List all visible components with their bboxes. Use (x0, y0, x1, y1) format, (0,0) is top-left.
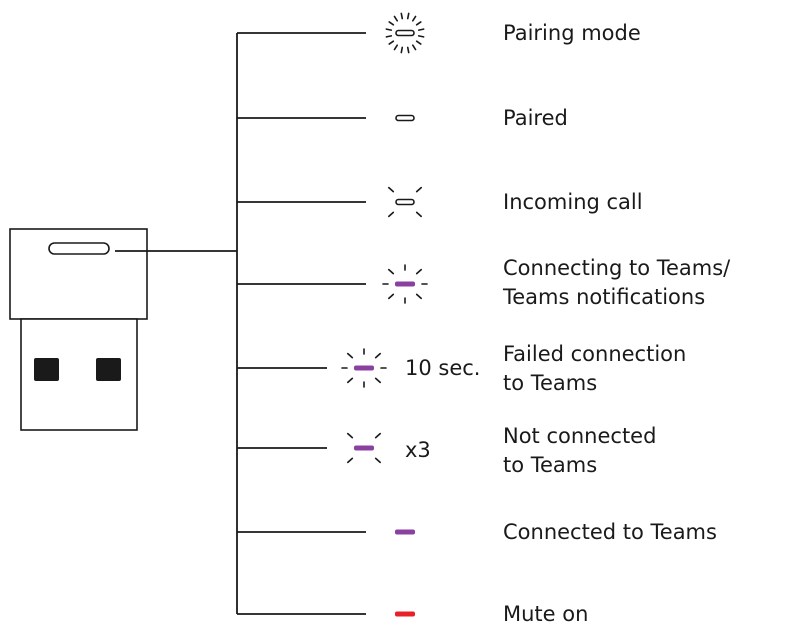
state-label-failed: Failed connection (503, 342, 687, 366)
blink-ray (406, 46, 410, 54)
blink-ray (374, 432, 382, 439)
state-label-pairing: Pairing mode (503, 21, 641, 45)
blink-ray (415, 186, 423, 193)
state-label-connecting: Teams notifications (503, 285, 706, 309)
led-connecting-icon (382, 264, 428, 304)
state-label-connected: Connected to Teams (503, 520, 717, 544)
blink-ray (415, 40, 422, 45)
blink-ray (385, 28, 393, 31)
blink-ray (393, 44, 399, 51)
state-suffix-failed: 10 sec. (405, 356, 481, 380)
led-bar (395, 281, 415, 287)
led-mute-icon (395, 611, 415, 617)
blink-ray (417, 35, 425, 38)
blink-ray (346, 377, 354, 384)
blink-ray (400, 46, 404, 54)
usb-pad-left (34, 358, 59, 381)
state-label-not_connected: to Teams (503, 453, 598, 477)
blink-ray (387, 211, 395, 218)
led-pairing-icon (385, 12, 425, 54)
blink-ray (387, 268, 395, 275)
state-label-connecting: Connecting to Teams/ (503, 256, 731, 280)
blink-ray (411, 15, 417, 22)
blink-ray (393, 15, 399, 22)
blink-ray (385, 35, 393, 38)
blink-ray (387, 293, 395, 300)
state-label-mute: Mute on (503, 602, 589, 626)
state-label-failed: to Teams (503, 371, 598, 395)
state-suffix-not_connected: x3 (405, 438, 431, 462)
state-label-incoming: Incoming call (503, 190, 643, 214)
led-not_connected-icon (346, 432, 382, 464)
led-incoming-icon (387, 186, 423, 218)
blink-ray (388, 21, 395, 26)
blink-ray (374, 377, 382, 384)
led-bar (395, 529, 415, 535)
receiver-led-slot (48, 242, 110, 255)
led-failed-icon (341, 348, 387, 388)
led-paired-icon (395, 114, 415, 122)
led-bar (354, 365, 374, 371)
led-bar (395, 29, 415, 37)
usb-receiver-icon (9, 228, 148, 431)
blink-ray (346, 432, 354, 439)
blink-ray (387, 186, 395, 193)
blink-ray (415, 293, 423, 300)
state-label-not_connected: Not connected (503, 424, 657, 448)
led-indicators (341, 12, 428, 617)
blink-ray (400, 12, 404, 20)
blink-ray (346, 352, 354, 359)
blink-ray (388, 40, 395, 45)
usb-pad-right (96, 358, 121, 381)
blink-ray (415, 211, 423, 218)
blink-ray (406, 12, 410, 20)
state-label-paired: Paired (503, 106, 568, 130)
led-bar (395, 198, 415, 206)
blink-ray (415, 21, 422, 26)
blink-ray (374, 352, 382, 359)
blink-ray (346, 457, 354, 464)
blink-ray (415, 268, 423, 275)
led-bar (354, 445, 374, 451)
led-bar (395, 611, 415, 617)
led-connected-icon (395, 529, 415, 535)
blink-ray (374, 457, 382, 464)
blink-ray (411, 44, 417, 51)
led-bar (395, 114, 415, 122)
blink-ray (417, 28, 425, 31)
branch-lines (237, 32, 366, 615)
